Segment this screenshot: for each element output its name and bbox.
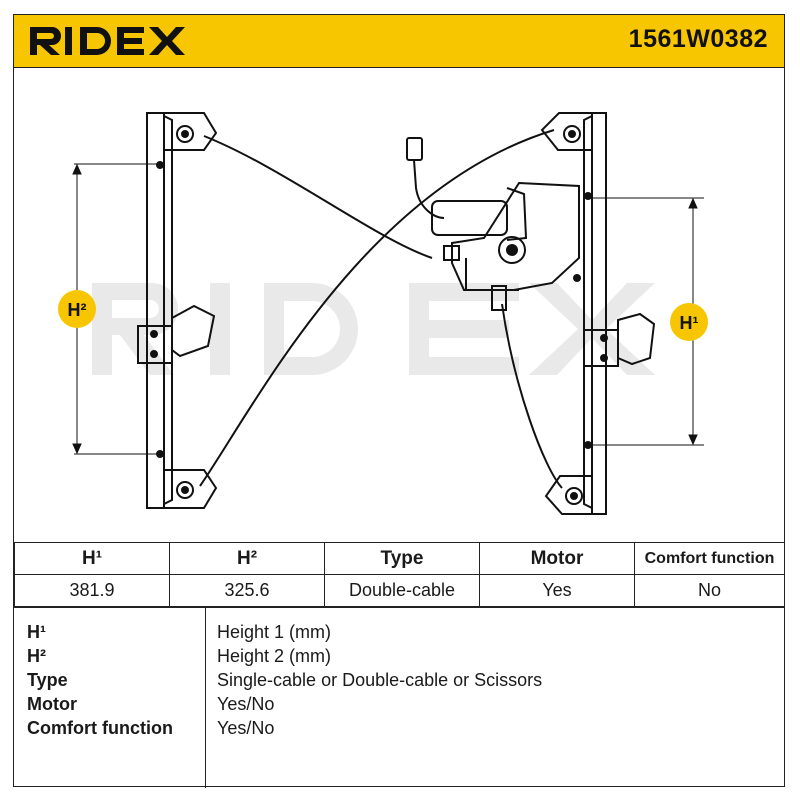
specs-value-motor: Yes [479,574,635,607]
motor-body [431,200,508,236]
regulator-linework [137,112,656,515]
legend-row: Type Single-cable or Double-cable or Sci… [14,670,784,694]
left-bottom-pulley [176,481,194,499]
specs-header-h2: H² [169,542,325,575]
cable-right-lower [501,303,563,489]
legend-divider [205,608,206,788]
h1-badge-label: H¹ [680,313,699,333]
left-top-pulley [176,125,194,143]
legend-value: Yes/No [217,718,275,738]
legend-row: H² Height 2 (mm) [14,646,784,670]
specs-header-row: H¹ H² Type Motor Comfort function [14,542,785,575]
cable-tensioner [491,285,507,311]
specs-header-motor: Motor [479,542,635,575]
legend-row: H¹ Height 1 (mm) [14,622,784,646]
cable-left-cross [203,135,433,259]
ridex-logo [30,27,185,55]
legend-value: Single-cable or Double-cable or Scissors [217,670,543,690]
motor-connector [406,137,423,161]
legend-row: Comfort function Yes/No [14,718,784,742]
specs-value-comfort: No [634,574,785,607]
ridex-logo-letters [30,27,185,55]
legend-key: Motor [27,694,77,714]
header-bar: 1561W0382 [14,15,784,68]
legend-panel: H¹ Height 1 (mm) H² Height 2 (mm) Type S… [14,607,784,788]
legend-key: Comfort function [27,718,173,738]
specs-value-h2: 325.6 [169,574,325,607]
h1-badge [670,303,708,341]
h2-badge-label: H² [68,300,87,320]
specs-header-h1: H¹ [14,542,170,575]
legend-key: H² [27,646,46,666]
right-top-pulley [563,125,581,143]
specs-value-type: Double-cable [324,574,480,607]
drive-gear [498,236,526,264]
specs-value-row: 381.9 325.6 Double-cable Yes No [14,574,785,607]
part-number: 1561W0382 [628,25,768,53]
window-regulator-drawing: H² H¹ [58,112,708,515]
right-bottom-bracket [544,475,606,515]
legend-value: Height 2 (mm) [217,646,332,666]
legend-key: Type [27,670,68,690]
right-bottom-pulley [565,487,583,505]
h2-badge [58,290,96,328]
right-top-bracket [540,112,606,151]
specs-header-type: Type [324,542,480,575]
left-top-bracket [147,112,218,151]
left-glass-carrier [171,304,216,358]
specs-header-comfort: Comfort function [634,542,785,575]
specs-value-h1: 381.9 [14,574,170,607]
legend-row: Motor Yes/No [14,694,784,718]
ridex-watermark [92,283,655,375]
product-sheet: 1561W0382 [13,14,785,788]
cable-main-cross [199,129,555,487]
legend-key: H¹ [27,622,46,642]
legend-value: Yes/No [217,694,275,714]
left-bottom-bracket [147,469,218,509]
specs-table: H¹ H² Type Motor Comfort function 381.9 … [14,542,785,607]
legend-value: Height 1 (mm) [217,622,332,642]
